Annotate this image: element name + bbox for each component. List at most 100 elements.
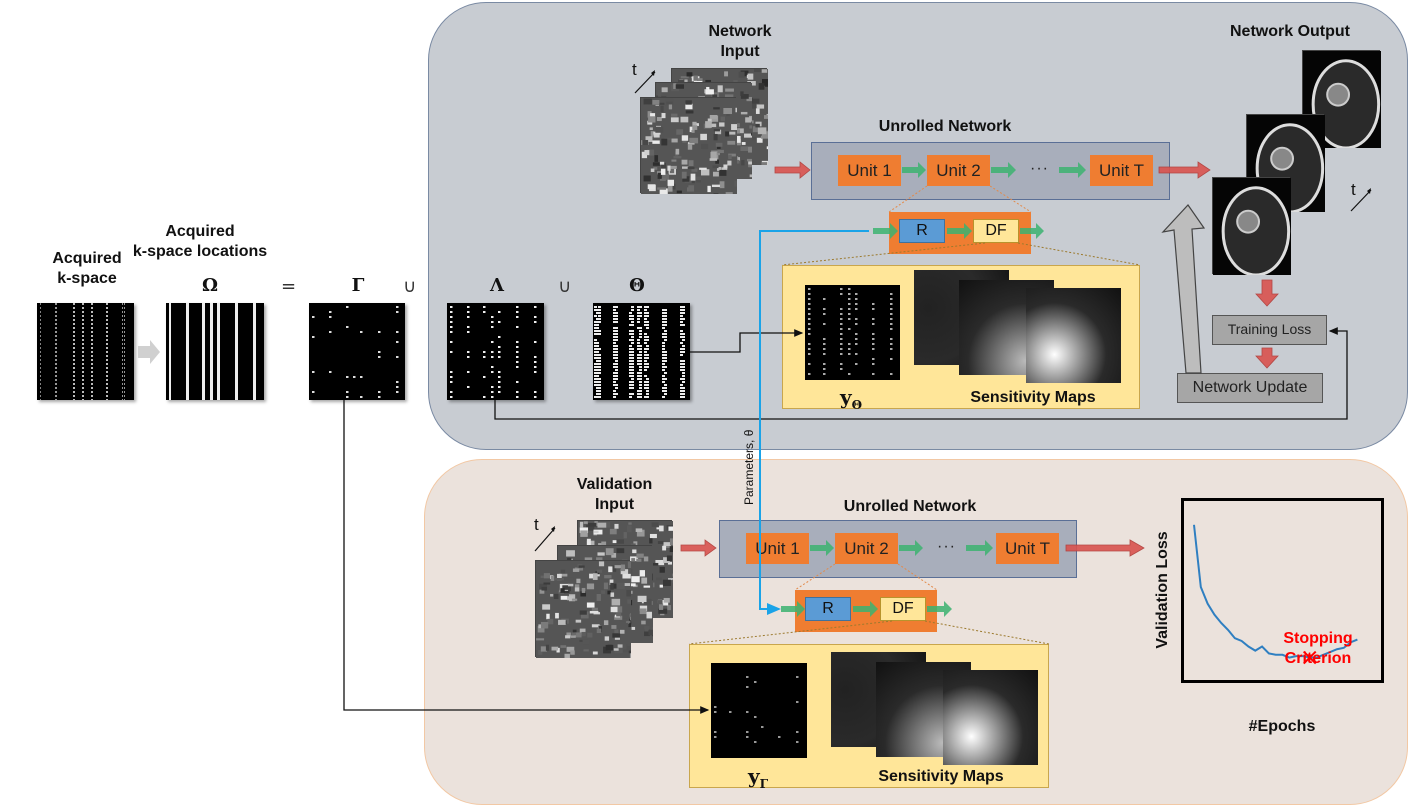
mask-sample xyxy=(498,371,501,373)
mask-sample xyxy=(646,363,649,365)
mask-sample xyxy=(631,366,634,368)
mask-sample xyxy=(450,381,453,383)
mask-sample xyxy=(823,343,826,345)
mask-sample xyxy=(662,348,665,350)
validation-regularizer-block: R xyxy=(805,597,851,621)
mask-sample xyxy=(631,360,634,362)
validation-unit-1: Unit 1 xyxy=(746,533,809,564)
mask-sample xyxy=(680,315,683,317)
mask-sample xyxy=(840,323,843,325)
mask-sample xyxy=(467,311,470,313)
image-frame xyxy=(535,560,638,660)
mask-sample xyxy=(637,312,640,314)
mask-sample xyxy=(808,343,811,345)
mask-sample xyxy=(534,371,537,373)
mask-sample xyxy=(596,321,599,323)
mask-sample xyxy=(848,308,851,310)
mask-sample xyxy=(840,313,843,315)
mask-sample xyxy=(682,348,685,350)
mask-sample xyxy=(680,384,683,386)
mask-sample xyxy=(729,711,732,713)
label-line: Validation xyxy=(576,476,653,493)
time-axis-label: t xyxy=(1351,180,1356,199)
mask-sample xyxy=(778,736,781,738)
y-gamma-dots xyxy=(714,676,799,743)
mask-sample xyxy=(682,375,685,377)
mask-sample xyxy=(631,324,634,326)
mask-sample xyxy=(360,396,363,398)
mask-sample xyxy=(662,312,665,314)
mask-sample xyxy=(872,303,875,305)
mask-sample xyxy=(662,381,665,383)
mask-sample xyxy=(646,357,649,359)
mask-sample xyxy=(796,701,799,703)
mask-sample xyxy=(467,306,470,308)
mask-sample xyxy=(491,366,494,368)
time-axis-label: t xyxy=(632,60,637,79)
mask-sample xyxy=(754,681,757,683)
mask-sample xyxy=(498,336,501,338)
acquired-kspace-label: Acquired k-space xyxy=(32,249,142,289)
mask-sample xyxy=(855,308,858,310)
mask-sample xyxy=(644,309,647,311)
kspace-lines xyxy=(39,303,125,400)
mask-sample xyxy=(491,396,494,398)
mask-sample xyxy=(808,373,811,375)
mask-sample xyxy=(378,331,381,333)
mask-sample xyxy=(615,333,618,335)
mask-sample xyxy=(714,711,717,713)
mask-sample xyxy=(646,327,649,329)
mask-sample xyxy=(629,318,632,320)
sensitivity-map xyxy=(943,670,1038,765)
mask-sample xyxy=(639,315,642,317)
mask-sample xyxy=(498,381,501,383)
network-update-box: Network Update xyxy=(1177,373,1323,403)
mask-sample xyxy=(646,387,649,389)
mask-sample xyxy=(746,686,749,688)
time-arrow-icon xyxy=(634,70,656,94)
mask-sample xyxy=(483,351,486,353)
mask-sample xyxy=(534,316,537,318)
mask-sample xyxy=(639,348,642,350)
mask-sample xyxy=(613,381,616,383)
validation-unit-t: Unit T xyxy=(996,533,1059,564)
mask-sample xyxy=(491,321,494,323)
mask-sample xyxy=(682,369,685,371)
mask-sample xyxy=(680,318,683,320)
mask-sample xyxy=(483,396,486,398)
mask-sample xyxy=(848,318,851,320)
image-frame xyxy=(1212,177,1291,277)
union-symbol: ∪ xyxy=(403,276,417,297)
mask-sample xyxy=(483,306,486,308)
mask-sample xyxy=(450,331,453,333)
mask-sample xyxy=(312,371,315,373)
mask-sample xyxy=(637,321,640,323)
mask-sample xyxy=(613,312,616,314)
mask-sample xyxy=(360,376,363,378)
mask-sample xyxy=(615,378,618,380)
mask-sample xyxy=(682,390,685,392)
mask-sample xyxy=(598,321,601,323)
mask-sample xyxy=(594,321,597,323)
mask-sample xyxy=(613,318,616,320)
gamma-mask-image xyxy=(309,303,405,400)
mask-sample xyxy=(598,333,601,335)
mask-sample xyxy=(664,318,667,320)
mask-sample xyxy=(644,333,647,335)
mask-sample xyxy=(680,309,683,311)
mask-sample xyxy=(598,348,601,350)
training-data-fidelity-block: DF xyxy=(973,219,1019,243)
mask-sample xyxy=(890,293,893,295)
mask-sample xyxy=(890,373,893,375)
mask-sample xyxy=(631,336,634,338)
training-unit-t: Unit T xyxy=(1090,155,1153,186)
mask-sample xyxy=(646,339,649,341)
mask-sample xyxy=(644,369,647,371)
mask-sample xyxy=(680,324,683,326)
mask-sample xyxy=(664,321,667,323)
mask-sample xyxy=(754,716,757,718)
mask-sample xyxy=(631,315,634,317)
mask-sample xyxy=(796,731,799,733)
mask-sample xyxy=(823,368,826,370)
mask-sample xyxy=(637,315,640,317)
